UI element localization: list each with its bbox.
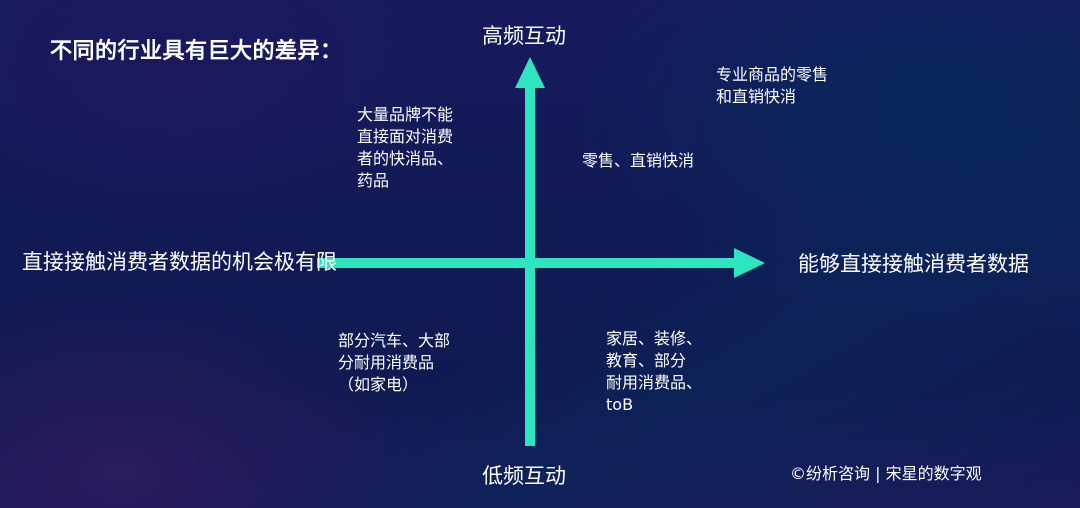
quadrant-top-left-text: 大量品牌不能 直接面对消费 者的快消品、 药品 xyxy=(357,105,454,190)
vertical-axis-arrow-icon xyxy=(515,57,545,446)
axis-label-high-frequency: 高频互动 xyxy=(482,24,566,48)
footer-credit: ©纷析咨询 | 宋星的数字观 xyxy=(790,464,982,483)
quadrant-bottom-left-text: 部分汽车、大部 分耐用消费品 （如家电） xyxy=(338,331,451,394)
quadrant-bottom-right-text: 家居、装修、 教育、部分 耐用消费品、 toB xyxy=(606,329,703,414)
quadrant-top-right-text: 零售、直销快消 xyxy=(582,151,695,170)
axis-label-low-frequency: 低频互动 xyxy=(482,464,566,488)
quadrant-top-right-outer-text: 专业商品的零售 和直销快消 xyxy=(716,65,829,106)
axis-label-direct-data-access: 能够直接接触消费者数据 xyxy=(798,252,1029,276)
axis-label-limited-data-access: 直接接触消费者数据的机会极有限 xyxy=(22,250,337,274)
horizontal-axis-arrow-icon xyxy=(317,248,765,278)
slide-title: 不同的行业具有巨大的差异： xyxy=(50,39,343,64)
